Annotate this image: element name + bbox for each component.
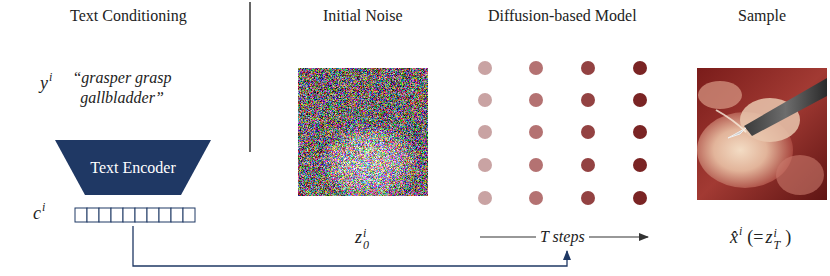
- math-symbol: c: [33, 203, 41, 223]
- separator-line: [249, 2, 251, 152]
- superscript: i: [739, 224, 742, 238]
- steps-label: T steps: [536, 227, 589, 247]
- encoder-trapezoid: Text Encoder: [55, 140, 211, 195]
- noise-image: [298, 68, 428, 196]
- math-label: x̂i(=ziT): [730, 226, 793, 251]
- math-symbol: x̂: [730, 227, 738, 247]
- script-stack: i0: [363, 227, 369, 251]
- section-heading: Initial Noise: [323, 6, 403, 26]
- subscript: T: [774, 239, 781, 251]
- sample-image: [697, 68, 827, 200]
- superscript: i: [42, 200, 45, 214]
- math-label: yi: [40, 72, 52, 96]
- embedding-vector: [75, 208, 195, 222]
- trapezoid-shape: [55, 140, 211, 195]
- superscript: i: [49, 70, 52, 84]
- math-symbol: z: [766, 227, 773, 247]
- script-stack: iT: [774, 227, 781, 251]
- diffusion-step-dots: [478, 61, 647, 205]
- text-prompt: “grasper grasp gallbladder”: [66, 68, 178, 108]
- math-label: ci: [33, 202, 45, 226]
- math-symbol: ): [785, 227, 791, 247]
- node-text-holder: Text Encoder: [55, 140, 211, 195]
- math-symbol: (=: [747, 227, 763, 247]
- math-label: zi0: [355, 226, 369, 251]
- section-heading: Text Conditioning: [70, 6, 187, 26]
- node-label: Text Encoder: [90, 159, 176, 177]
- section-heading: Sample: [738, 6, 786, 26]
- math-symbol: z: [355, 227, 362, 247]
- superscript: i: [363, 227, 369, 239]
- section-heading: Diffusion-based Model: [488, 6, 637, 26]
- superscript: i: [774, 227, 781, 239]
- subscript: 0: [363, 239, 369, 251]
- math-symbol: y: [40, 73, 48, 93]
- conditioning-arrow: [133, 226, 567, 266]
